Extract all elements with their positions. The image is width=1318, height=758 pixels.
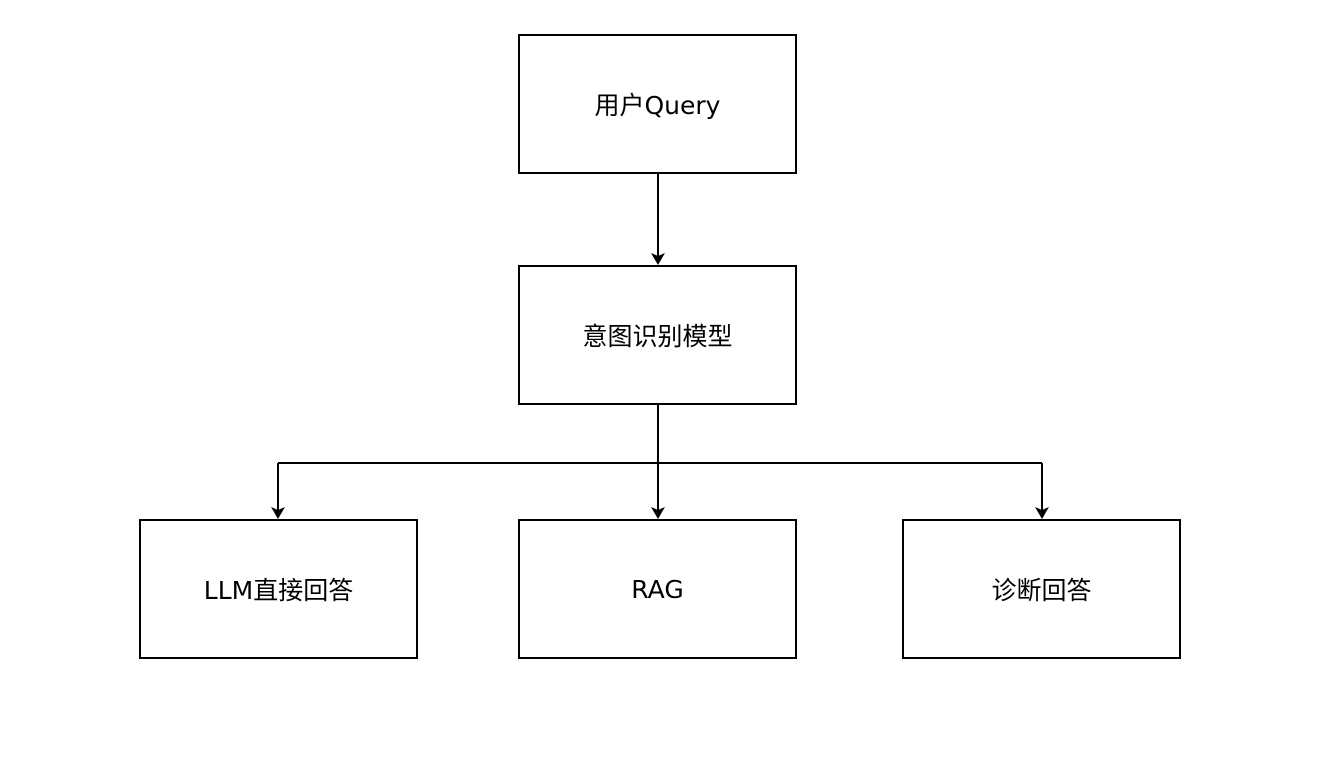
node-rag-label: RAG	[631, 574, 684, 604]
node-intent-recognition-model: 意图识别模型	[518, 265, 797, 405]
node-rag: RAG	[518, 519, 797, 659]
node-llm-direct-answer: LLM直接回答	[139, 519, 418, 659]
node-diagnosis-answer-label: 诊断回答	[991, 576, 1092, 605]
node-user-query: 用户Query	[518, 34, 797, 174]
node-llm-direct-answer-label: LLM直接回答	[203, 576, 354, 605]
node-intent-recognition-model-label: 意图识别模型	[582, 322, 733, 351]
node-user-query-label: 用户Query	[594, 91, 721, 120]
node-diagnosis-answer: 诊断回答	[902, 519, 1181, 659]
